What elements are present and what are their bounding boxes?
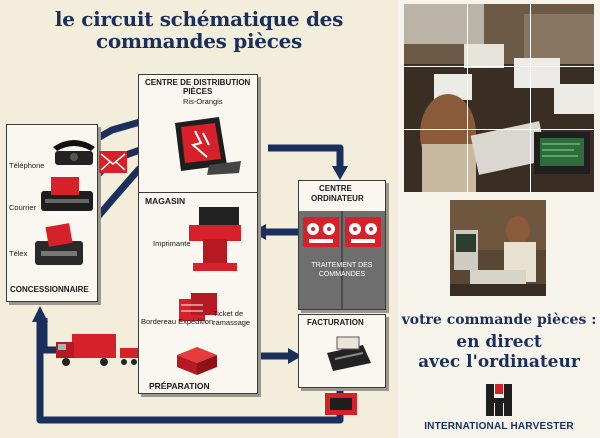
office-photo (404, 4, 594, 192)
printer-icon (189, 207, 241, 271)
computer-heading-1: CENTRE (319, 184, 352, 193)
ih-logo-icon (486, 384, 512, 416)
treatment-label: TRAITEMENT DES COMMANDES (311, 262, 373, 278)
ticket-label: Ticket de ramassage (213, 309, 251, 327)
invoice-slip-icon (325, 393, 357, 415)
arrow-center-to-computer (268, 144, 344, 168)
office-photo-scene (404, 4, 594, 192)
courrier-label: Courrier (9, 203, 37, 212)
telephone-icon (53, 140, 95, 165)
typewriter-icon (41, 177, 93, 211)
dealer-heading: CONCESSIONNAIRE (10, 285, 89, 294)
distribution-center-box: CENTRE DE DISTRIBUTION PIÈCES Ris-Orangi… (138, 74, 258, 194)
photo-panel: votre commande pièces : en direct avec l… (398, 0, 600, 438)
center-subheading: Ris-Orangis (183, 97, 223, 106)
arrowhead-billing (288, 348, 302, 364)
caption-line-2: en direct (456, 332, 542, 352)
telephone-label: Téléphone (9, 161, 45, 170)
brand-name: INTERNATIONAL HARVESTER (424, 421, 574, 432)
truck-icon (56, 334, 138, 366)
operator-photo-scene (450, 200, 546, 296)
bordereau-label: Bordereau Expédition (141, 317, 214, 326)
dealer-box: Téléphone Courrier Télex CONCESSIONNAIRE (6, 124, 98, 302)
billing-box: FACTURATION (298, 314, 386, 388)
arrowhead-dealer (32, 306, 48, 322)
title-line-1: le circuit schématique des (54, 7, 344, 31)
tape-reel-icon (303, 217, 339, 247)
center-heading-1: CENTRE DE DISTRIBUTION (145, 78, 251, 87)
center-heading-2: PIÈCES (183, 87, 213, 96)
operator-photo (450, 200, 546, 296)
envelope-icon (99, 151, 127, 173)
caption-line-1: votre commande pièces : (401, 312, 597, 328)
magasin-heading: MAGASIN (145, 196, 186, 206)
computer-center-box: CENTRE ORDINATEUR TRAITEMENT DES COMMAND… (298, 180, 386, 310)
terminal-icon (175, 117, 241, 175)
schematic-panel: le circuit schématique des commandes piè… (0, 0, 398, 438)
title-line-2: commandes pièces (96, 29, 302, 53)
telex-label: Télex (9, 249, 28, 258)
billing-heading: FACTURATION (307, 318, 364, 327)
documents-icon (179, 293, 217, 321)
calculator-icon (327, 336, 371, 371)
tape-reel-icon-2 (345, 217, 381, 247)
caption-line-3: avec l'ordinateur (418, 352, 580, 372)
printer-label: Imprimante (153, 239, 191, 248)
warehouse-box: MAGASIN Imprimante Bordereau Expédition … (138, 192, 258, 394)
computer-heading-2: ORDINATEUR (311, 194, 364, 203)
arrowhead-magasin (252, 224, 266, 240)
telex-icon (35, 223, 83, 265)
arrowhead-computer (332, 166, 348, 180)
package-icon (177, 347, 217, 375)
preparation-heading: PRÉPARATION (149, 381, 210, 391)
